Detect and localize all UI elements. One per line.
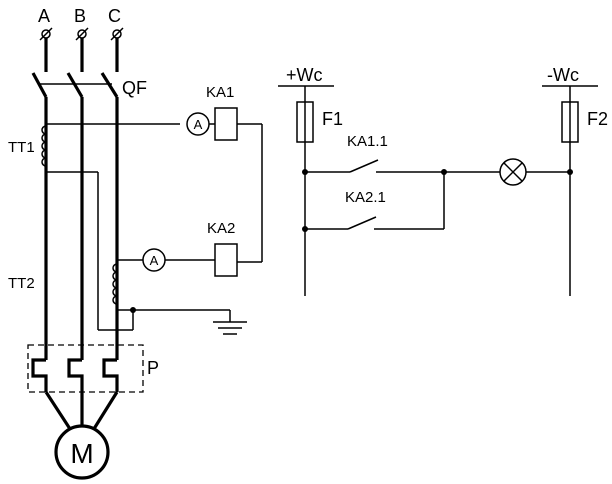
- starter-label: P: [147, 358, 159, 378]
- phase-label-a: A: [38, 6, 50, 26]
- ct2-label: TT2: [8, 275, 35, 292]
- ct1-label: TT1: [8, 139, 35, 156]
- svg-text:A: A: [150, 253, 159, 268]
- relay-ka2: KA2: [207, 220, 238, 277]
- circuit-breaker-qf: QF: [31, 38, 147, 98]
- ammeter-1: A: [186, 112, 210, 136]
- contact-ka2-1: KA2.1: [302, 169, 447, 232]
- fuse2-label: F2: [587, 109, 608, 129]
- current-transformer-tt1: TT1: [8, 123, 180, 331]
- relay1-label: KA1: [206, 84, 234, 101]
- phase-terminals: A B C: [38, 6, 124, 41]
- ground-icon: [213, 310, 247, 335]
- indicator-lamp-icon: [444, 158, 573, 186]
- motor: M: [44, 391, 119, 480]
- plus-bus-label: +Wc: [286, 65, 323, 85]
- contact1-label: KA1.1: [347, 133, 388, 150]
- minus-bus-label: -Wc: [547, 65, 579, 85]
- relay2-label: KA2: [207, 220, 235, 237]
- control-plus-bus: +Wc F1: [278, 65, 343, 296]
- breaker-label: QF: [122, 78, 147, 98]
- ammeter-2: A: [142, 248, 166, 272]
- main-conductors: [44, 97, 119, 360]
- contact2-label: KA2.1: [345, 189, 386, 206]
- contact-ka1-1: KA1.1: [302, 133, 444, 175]
- relay-ka1: KA1: [206, 84, 238, 141]
- current-transformer-tt2: TT2: [8, 259, 230, 330]
- phase-label-b: B: [74, 6, 86, 26]
- motor-label: M: [70, 438, 93, 469]
- phase-label-c: C: [108, 6, 121, 26]
- starter-p: P: [27, 344, 159, 393]
- fuse1-label: F1: [322, 109, 343, 129]
- control-minus-bus: -Wc F2: [542, 65, 608, 296]
- svg-text:A: A: [194, 117, 203, 132]
